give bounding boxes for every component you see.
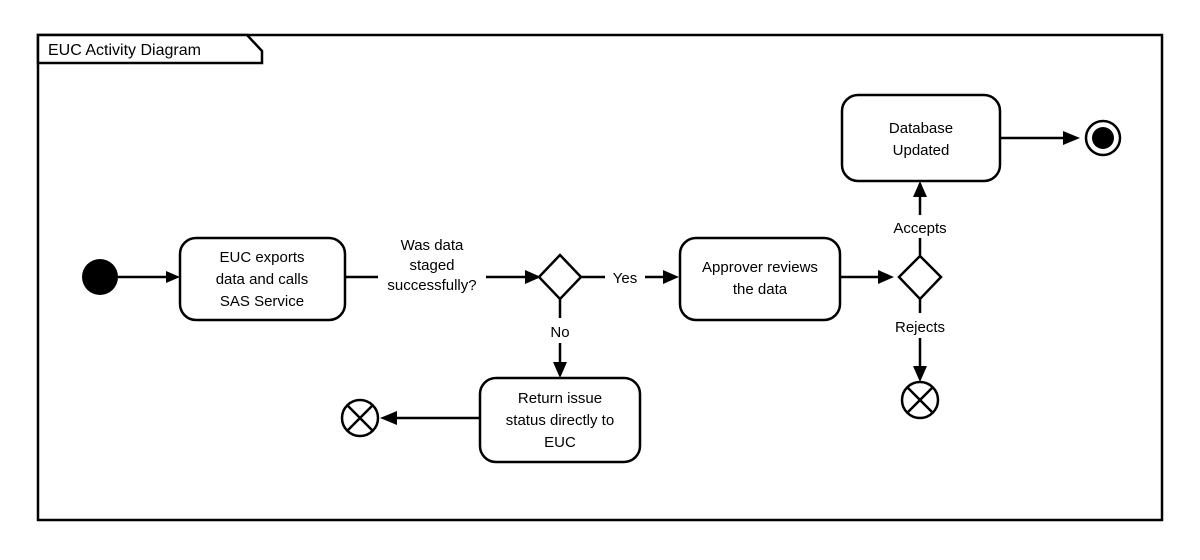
node-action-approver-review[interactable]: Approver reviews the data [678,236,842,322]
action-label-line1: Database [889,120,953,137]
edge-label-no: No [550,324,569,341]
edge-staged-decision-to-approver: Yes [581,270,679,287]
edge-euc-export-to-staged-decision: Was data staged successfully? [345,237,541,294]
edge-label-staged-line1: Was data [401,237,464,254]
arrow-head [878,270,894,284]
frame-title-label: EUC Activity Diagram [48,42,201,59]
action-node-shape[interactable] [678,236,842,322]
edge-label-yes: Yes [613,270,637,287]
action-node-shape[interactable] [840,93,1002,183]
arrow-head [553,362,567,378]
decision-node-diamond[interactable] [537,253,583,301]
flow-final-cross-stroke-2 [346,404,374,432]
action-node-shape[interactable] [178,236,347,322]
edge-database-updated-to-end [1000,131,1080,145]
edge-approval-decision-to-flow-final-right: Rejects [895,299,945,382]
arrow-head [1063,131,1080,145]
node-flow-final-right[interactable] [900,380,940,420]
action-label-line2: the data [733,281,788,298]
arrow-head [380,411,397,425]
frame-border-rect [36,33,1164,522]
action-label-line1: Approver reviews [702,259,818,276]
action-label-line1: Return issue [518,390,602,407]
node-action-database-updated[interactable]: Database Updated [840,93,1002,183]
action-node-shape[interactable] [478,376,642,464]
edge-label-staged-line2: staged [409,257,454,274]
diagram-frame: EUC Activity Diagram [36,33,1164,522]
node-action-return-issue[interactable]: Return issue status directly to EUC [478,376,642,464]
edge-staged-decision-to-return-issue: No [550,297,570,378]
decision-node-diamond[interactable] [897,254,943,301]
edge-approver-to-approval-decision [840,270,894,284]
action-label-line2: Updated [893,142,950,159]
initial-node-circle[interactable] [82,259,118,295]
edge-approval-decision-to-database-updated: Accepts [893,181,947,256]
node-final[interactable] [1084,119,1122,157]
arrow-head [913,181,927,197]
edge-start-to-euc-export [117,271,180,283]
action-label-line2: status directly to [506,412,614,429]
frame-title-tab [36,33,264,65]
final-node-core [1092,127,1114,149]
action-label-line2: data and calls [216,271,309,288]
edge-label-accepts: Accepts [893,220,946,237]
arrow-head [525,270,541,284]
node-decision-approval[interactable] [897,254,943,301]
action-label-line3: EUC [544,434,576,451]
arrow-head [166,271,180,283]
node-action-euc-export[interactable]: EUC exports data and calls SAS Service [178,236,347,322]
arrow-head [663,270,679,284]
node-initial[interactable] [82,259,118,295]
action-label-line1: EUC exports [219,249,304,266]
arrow-head [913,366,927,382]
edge-return-issue-to-flow-final-left [380,411,480,425]
node-flow-final-left[interactable] [340,398,380,438]
flow-final-cross-stroke-2 [906,386,934,414]
edge-label-rejects: Rejects [895,319,945,336]
action-label-line3: SAS Service [220,293,304,310]
edge-label-staged-line3: successfully? [387,277,476,294]
node-decision-staged[interactable] [537,253,583,301]
